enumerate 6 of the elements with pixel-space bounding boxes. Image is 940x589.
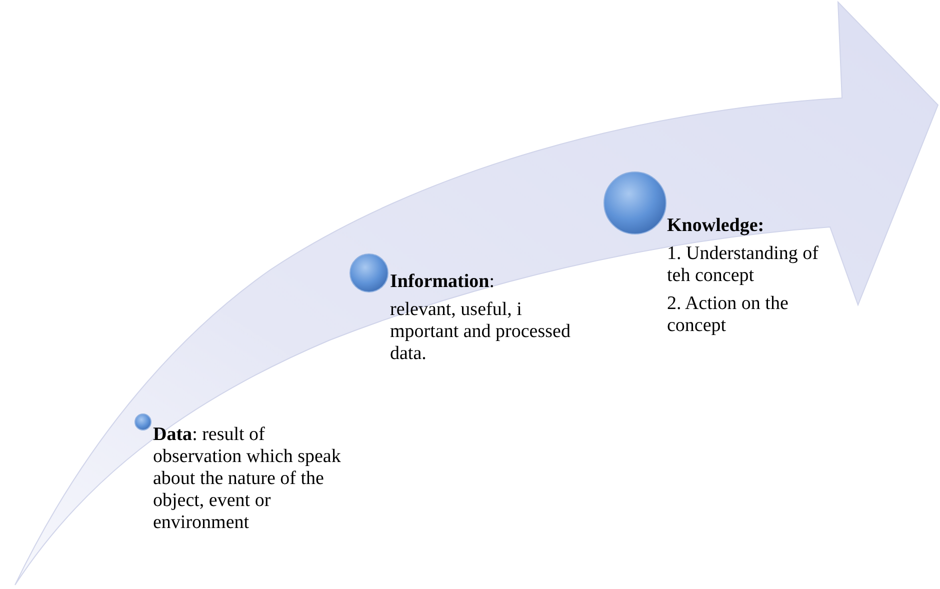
- description-text: relevant, useful, i mportant and processed data.: [390, 299, 572, 365]
- heading-text: Information:: [390, 271, 496, 293]
- description-text: 2. Action on the concept: [667, 293, 790, 337]
- heading-text: Knowledge:: [667, 215, 766, 237]
- description-text: 1. Understanding of teh concept: [667, 243, 820, 287]
- description-text: Data: result of observation which speak about the nature of the object, event or environment: [153, 424, 342, 534]
